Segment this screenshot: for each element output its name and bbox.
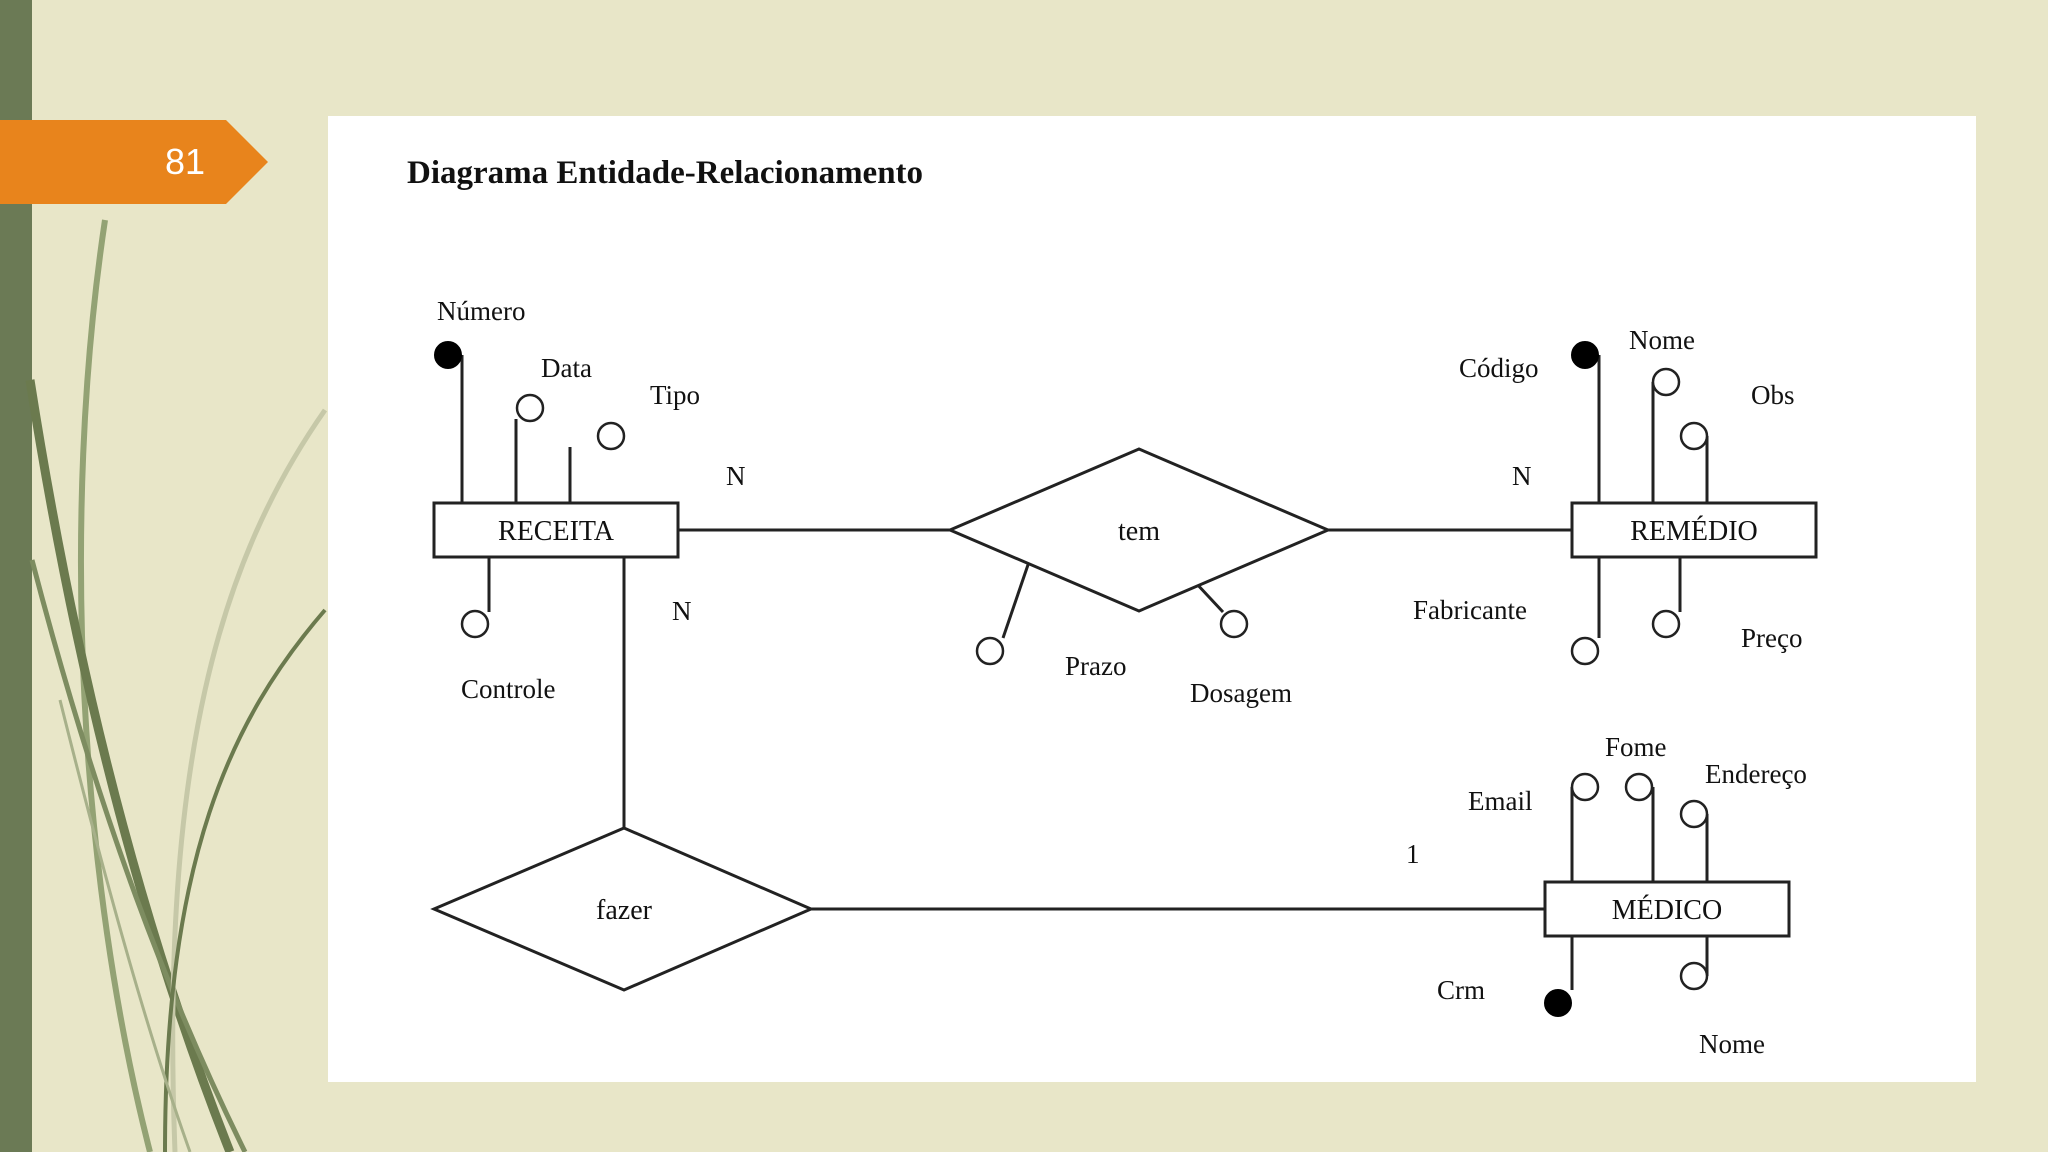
- attr-crm-label: Crm: [1437, 975, 1485, 1005]
- attribute-marker: [1219, 609, 1249, 639]
- attribute-marker: [1679, 799, 1709, 829]
- attr-obs-label: Obs: [1751, 380, 1795, 410]
- key-attribute-marker: [434, 341, 462, 369]
- attr-fabricante-label: Fabricante: [1413, 595, 1527, 625]
- attribute-marker: [1651, 367, 1681, 397]
- entity-remedio-label: REMÉDIO: [1630, 516, 1758, 547]
- relationship-fazer-label: fazer: [596, 895, 653, 926]
- key-attribute-marker: [1544, 989, 1572, 1017]
- cardinality-medico-fazer: 1: [1406, 839, 1420, 869]
- attr-codigo-label: Código: [1459, 353, 1539, 383]
- attr-controle-label: Controle: [461, 674, 556, 704]
- cardinality-remedio-tem: N: [1512, 461, 1532, 491]
- attr-numero-label: Número: [437, 296, 525, 326]
- attr-email-label: Email: [1468, 786, 1532, 816]
- attribute-marker: [1570, 772, 1600, 802]
- entity-receita: [432, 501, 680, 559]
- attr-nome-medico-label: Nome: [1699, 1029, 1765, 1059]
- diagram-title: Diagrama Entidade-Relacionamento: [407, 155, 923, 191]
- key-attribute-marker: [1571, 341, 1599, 369]
- attr-prazo-label: Prazo: [1065, 651, 1126, 681]
- attribute-marker: [515, 393, 545, 423]
- attribute-marker: [596, 421, 626, 451]
- attr-nome-remedio-label: Nome: [1629, 325, 1695, 355]
- attr-tipo-label: Tipo: [650, 380, 700, 410]
- entity-remedio: [1570, 501, 1818, 559]
- attribute-marker: [1651, 609, 1681, 639]
- slide-number-badge: 81: [0, 120, 268, 204]
- attr-dosagem-label: Dosagem: [1190, 678, 1292, 708]
- er-diagram-figure: Diagrama Entidade-Relacionamento: [328, 116, 1976, 1082]
- entity-medico: [1543, 880, 1791, 938]
- attr-connector: [1193, 580, 1225, 614]
- attribute-marker: [1679, 421, 1709, 451]
- attribute-marker: [1679, 961, 1709, 991]
- cardinality-receita-fazer: N: [672, 596, 692, 626]
- attr-fome-label: Fome: [1605, 732, 1667, 762]
- slide-number: 81: [164, 141, 206, 182]
- attr-endereco-label: Endereço: [1705, 759, 1807, 789]
- attribute-marker: [975, 636, 1005, 666]
- entity-receita-label: RECEITA: [498, 516, 615, 547]
- attribute-marker: [460, 609, 490, 639]
- relationship-tem: [946, 447, 1332, 613]
- relationship-fazer: [430, 826, 815, 992]
- er-diagram: Diagrama Entidade-Relacionamento: [407, 155, 1818, 1059]
- attribute-marker: [1570, 636, 1600, 666]
- attr-data-label: Data: [541, 353, 592, 383]
- attr-connector: [1001, 555, 1033, 639]
- entity-medico-label: MÉDICO: [1612, 895, 1722, 926]
- relationship-tem-label: tem: [1118, 516, 1160, 547]
- attr-preco-label: Preço: [1741, 623, 1802, 653]
- attribute-marker: [1624, 772, 1654, 802]
- slide-number-arrow: [0, 120, 268, 204]
- cardinality-receita-tem: N: [726, 461, 746, 491]
